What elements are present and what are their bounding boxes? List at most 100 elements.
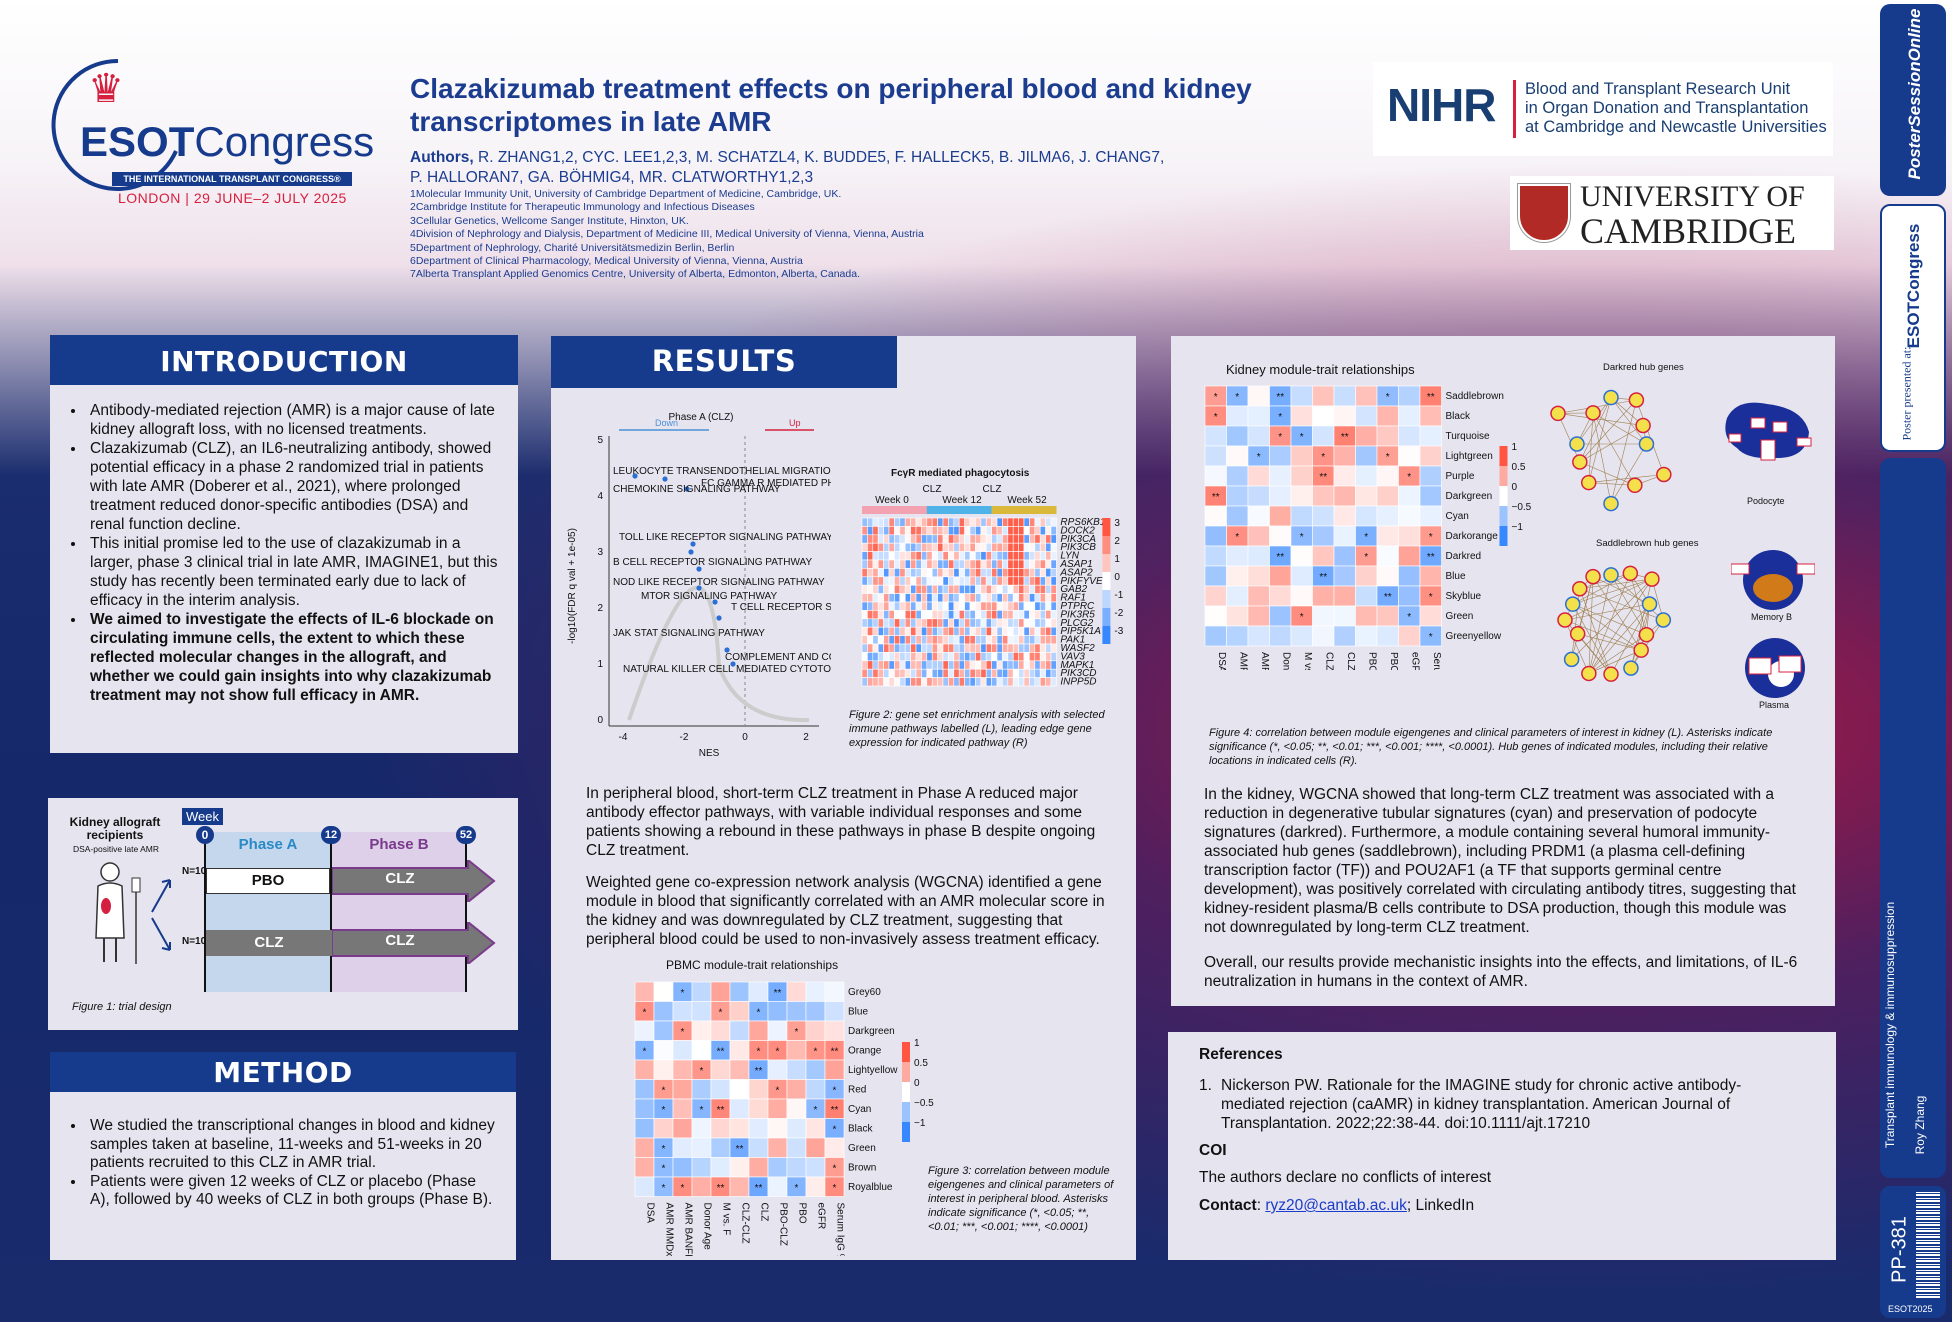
fcyr-cell: [1034, 526, 1041, 536]
affiliation-1: 1Molecular Immunity Unit, University of …: [410, 188, 842, 200]
fcyr-cell: [931, 635, 938, 645]
fcyr-scale-label: 2: [1114, 536, 1120, 547]
fcyr-cell: [942, 610, 949, 620]
fcyr-cell: [910, 517, 917, 527]
cambridge-line-2: CAMBRIDGE: [1580, 211, 1797, 251]
gsea-ytick: 3: [597, 547, 603, 558]
fcyr-scale-swatch: [1102, 572, 1111, 590]
affiliation-6: 6Department of Clinical Pharmacology, Me…: [410, 255, 803, 268]
fcyr-cell: [1034, 601, 1041, 611]
fcyr-cell: [975, 534, 982, 544]
fcyr-cell: [877, 517, 884, 527]
kidney-module-label: Darkgreen: [1446, 491, 1493, 502]
fcyr-cell: [1023, 610, 1030, 620]
fcyr-cell: [991, 660, 998, 670]
fcyr-cell: [888, 559, 895, 569]
fcyr-cell: [942, 584, 949, 594]
kidney-cell: [1355, 485, 1378, 507]
fcyr-cell: [1012, 660, 1019, 670]
logo-esot: ESOT: [80, 118, 195, 165]
logo-location: LONDON | 29 JUNE–2 JULY 2025: [118, 190, 347, 206]
fcyr-cell: [899, 584, 906, 594]
fcyr-cell: [1039, 601, 1046, 611]
saddlebrown-edge: [1588, 649, 1642, 674]
kidney-cell: [1204, 505, 1227, 527]
pbmc-cell: [710, 1079, 731, 1100]
fcyr-cell: [910, 576, 917, 586]
fcyr-cell: [958, 660, 965, 670]
fcyr-cell: [937, 626, 944, 636]
fcyr-cell: [948, 559, 955, 569]
contact-email-link[interactable]: ryz20@cantab.ac.uk: [1265, 1197, 1407, 1214]
fcyr-cell: [1002, 593, 1009, 603]
fcyr-cell: [948, 635, 955, 645]
fcyr-cell: [894, 534, 901, 544]
saddlebrown-edge: [1577, 633, 1642, 651]
fcyr-cell: [980, 534, 987, 544]
fcyr-cell: [910, 584, 917, 594]
fcyr-gene-label: LYN: [1060, 551, 1079, 562]
fcyr-cell: [953, 551, 960, 561]
fcyr-cell: [931, 534, 938, 544]
fcyr-cell: [1012, 668, 1019, 678]
arm1-clz-label: CLZ: [385, 870, 415, 887]
fcyr-cell: [996, 652, 1003, 662]
fcyr-cell: [964, 677, 971, 687]
fig3-caption: Figure 3: correlation between module eig…: [928, 1165, 1114, 1233]
fcyr-cell: [1029, 576, 1036, 586]
kidney-scale-swatch: [1499, 526, 1508, 546]
fcyr-cell: [1018, 542, 1025, 552]
fcyr-cell: [899, 568, 906, 578]
fcyr-cell: [899, 635, 906, 645]
kidney-cell: [1269, 605, 1292, 627]
kidney-cell: [1247, 385, 1270, 407]
fcyr-cell: [899, 542, 906, 552]
fcyr-cell: [877, 601, 884, 611]
fcyr-cell: [937, 652, 944, 662]
fcyr-cell: [991, 677, 998, 687]
fcyr-cell: [1012, 593, 1019, 603]
kidney-cell: [1333, 485, 1356, 507]
kidney-cell: [1226, 425, 1249, 447]
kidney-cell: [1333, 505, 1356, 527]
saddlebrown-edge: [1630, 619, 1664, 669]
fcyr-cell: [1007, 542, 1014, 552]
pbmc-signif: *: [662, 1183, 666, 1194]
fcyr-cell: [969, 526, 976, 536]
fcyr-cell: [1039, 635, 1046, 645]
fcyr-cell: [1034, 677, 1041, 687]
fcyr-cell: [964, 584, 971, 594]
contact-label: Contact: [1199, 1197, 1257, 1214]
fcyr-cell: [931, 584, 938, 594]
fcyr-cell: [877, 576, 884, 586]
fcyr-cell: [861, 677, 868, 687]
fcyr-cell: [991, 635, 998, 645]
fcyr-cell: [872, 601, 879, 611]
fcyr-cell: [948, 677, 955, 687]
fcyr-cell: [1039, 652, 1046, 662]
fcyr-cell: [872, 643, 879, 653]
pbmc-cell: [748, 1098, 769, 1119]
fcyr-cell: [975, 542, 982, 552]
fcyr-cell: [1050, 660, 1057, 670]
fcyr-cell: [888, 626, 895, 636]
fcyr-cell: [904, 668, 911, 678]
kidney-module-label: Turquoise: [1446, 431, 1491, 442]
fcyr-cell: [964, 618, 971, 628]
fcyr-cell: [991, 610, 998, 620]
fcyr-cell: [1039, 660, 1046, 670]
kidney-cell: [1312, 405, 1335, 427]
kidney-cell: [1204, 425, 1227, 447]
fcyr-cell: [985, 643, 992, 653]
gsea-pathway-label: T CELL RECEPTOR SIGNALING PATHWAY: [731, 602, 831, 613]
fcyr-cell: [1018, 635, 1025, 645]
fcyr-cell: [942, 643, 949, 653]
fcyr-cell: [904, 618, 911, 628]
fcyr-cell: [867, 677, 874, 687]
method-bullet-2: Patients were given 12 weeks of CLZ or p…: [86, 1173, 496, 1210]
kidney-cell: [1269, 565, 1292, 587]
fcyr-cell: [888, 568, 895, 578]
fcyr-cell: [980, 652, 987, 662]
gsea-point: [632, 473, 638, 479]
